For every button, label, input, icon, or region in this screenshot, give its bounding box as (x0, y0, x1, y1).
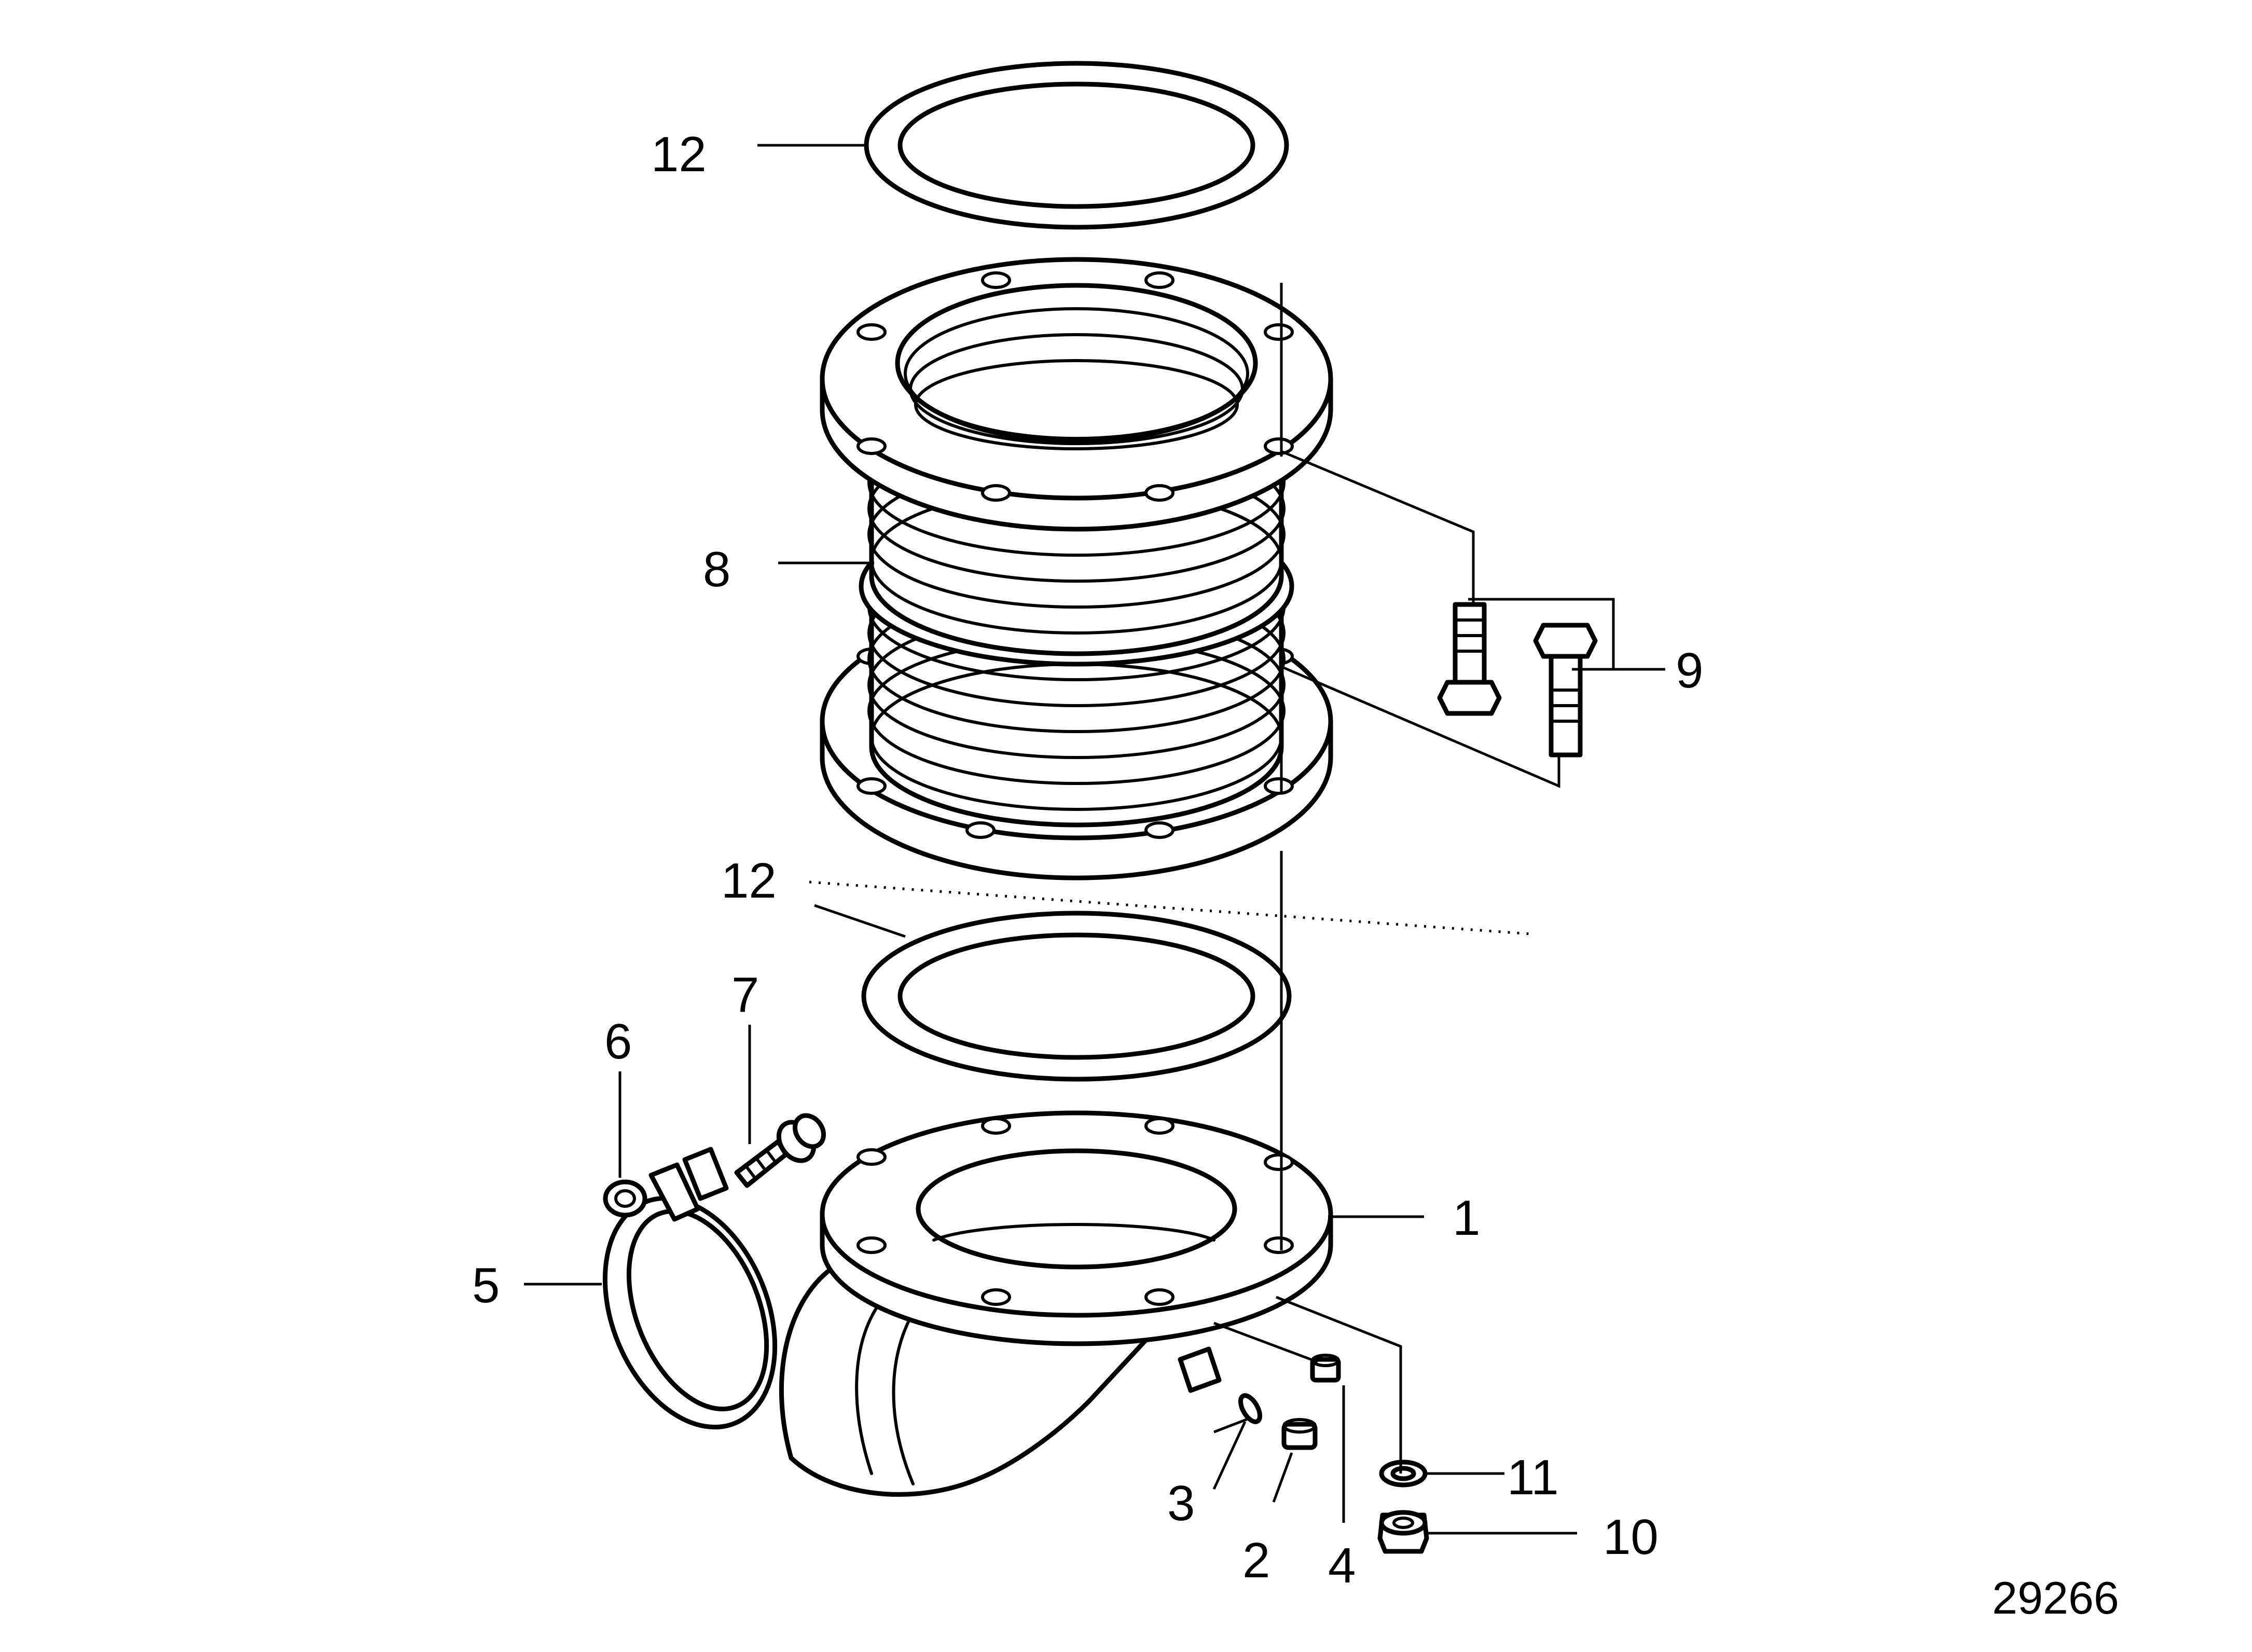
callout-12-bottom: 12 (721, 853, 777, 908)
callout-9: 9 (1676, 643, 1703, 698)
leader-lines (524, 144, 1665, 1535)
elbow-flange-holes (856, 1117, 1294, 1306)
clamp-nut (603, 1179, 647, 1218)
callout-3: 3 (1167, 1476, 1195, 1531)
drawing-reference-number: 29266 (1992, 1572, 2119, 1623)
callout-4: 4 (1328, 1538, 1356, 1593)
callout-2: 2 (1242, 1533, 1270, 1588)
callout-labels: 12 8 9 12 7 6 1 5 11 10 3 2 4 (472, 127, 1703, 1593)
callout-8: 8 (703, 542, 730, 597)
washer-11 (1379, 1460, 1428, 1488)
gasket-top (864, 61, 1289, 230)
alignment-lines (809, 283, 1531, 1250)
callout-1: 1 (1453, 1190, 1480, 1246)
bolt-b (1533, 623, 1598, 758)
bolt-a (1437, 602, 1502, 716)
callout-6: 6 (604, 1014, 632, 1069)
callout-10: 10 (1603, 1509, 1659, 1565)
v-band-clamp (602, 1147, 778, 1430)
clamp-bolt (734, 1113, 826, 1188)
gasket-bottom (861, 911, 1292, 1082)
top-flange-holes (856, 271, 1294, 502)
callout-5: 5 (472, 1258, 500, 1313)
bellows (820, 257, 1333, 880)
callout-7: 7 (731, 967, 759, 1023)
callout-11: 11 (1507, 1450, 1559, 1505)
plug-4 (1310, 1354, 1341, 1383)
exhaust-elbow (779, 1110, 1333, 1497)
sealing-washer-3 (1238, 1393, 1263, 1424)
plug-2 (1281, 1418, 1318, 1450)
callout-12-top: 12 (651, 127, 707, 182)
nut-10 (1377, 1510, 1429, 1554)
